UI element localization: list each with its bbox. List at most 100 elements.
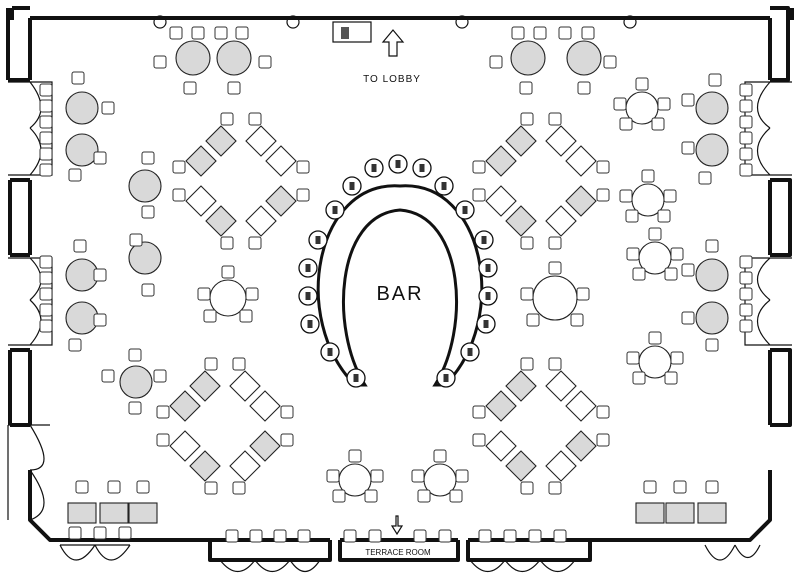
chair: [632, 371, 646, 385]
square-table: [545, 205, 577, 237]
chair: [739, 99, 753, 113]
chair: [596, 160, 610, 174]
chair: [681, 141, 695, 155]
chair: [681, 93, 695, 107]
chair: [548, 481, 562, 495]
chair: [73, 239, 87, 253]
stool-icon: [485, 292, 491, 300]
outer-walls: [6, 6, 794, 573]
chair: [705, 338, 719, 352]
chair: [136, 480, 150, 494]
chair: [248, 112, 262, 126]
rect-table: [665, 502, 695, 524]
square-table: [565, 430, 597, 462]
round-table: [175, 40, 211, 76]
podium-icon: [341, 27, 349, 39]
chair: [705, 239, 719, 253]
chair: [296, 188, 310, 202]
chair: [417, 489, 431, 503]
square-table: [189, 450, 221, 482]
chair: [258, 55, 272, 69]
chair: [681, 263, 695, 277]
square-table: [565, 390, 597, 422]
chair: [511, 26, 525, 40]
stool-icon: [485, 264, 491, 272]
chair: [68, 526, 82, 540]
chair: [433, 449, 447, 463]
chair: [626, 351, 640, 365]
stool-icon: [315, 236, 321, 244]
square-table: [485, 185, 517, 217]
bar-stools: [298, 154, 498, 388]
square-table: [249, 430, 281, 462]
chair: [472, 433, 486, 447]
square-table: [205, 205, 237, 237]
rect-table: [99, 502, 129, 524]
chair: [204, 357, 218, 371]
chair: [648, 227, 662, 241]
chair: [533, 26, 547, 40]
chair: [739, 287, 753, 301]
chair: [75, 480, 89, 494]
chair: [214, 26, 228, 40]
chair: [664, 371, 678, 385]
chair: [39, 147, 53, 161]
chair: [129, 233, 143, 247]
chair: [297, 529, 311, 543]
chair: [153, 369, 167, 383]
chair: [39, 319, 53, 333]
square-table: [265, 145, 297, 177]
chair: [296, 160, 310, 174]
square-table: [189, 370, 221, 402]
chair: [141, 283, 155, 297]
rect-table: [697, 502, 727, 524]
square-table: [249, 390, 281, 422]
chair: [280, 405, 294, 419]
chair: [39, 83, 53, 97]
chair: [528, 529, 542, 543]
stool-icon: [443, 374, 449, 382]
furniture: [39, 26, 753, 543]
chair: [169, 26, 183, 40]
chair: [197, 287, 211, 301]
square-table: [265, 185, 297, 217]
square-table: [545, 125, 577, 157]
chair: [273, 529, 287, 543]
square-table: [485, 390, 517, 422]
chair: [39, 255, 53, 269]
square-table: [185, 145, 217, 177]
stool-icon: [327, 348, 333, 356]
stool-icon: [419, 164, 425, 172]
chair: [478, 529, 492, 543]
chair: [581, 26, 595, 40]
stool-icon: [441, 182, 447, 190]
chair: [220, 112, 234, 126]
stool-icon: [467, 348, 473, 356]
round-table: [128, 169, 162, 203]
arrow-up-icon[interactable]: [381, 29, 405, 57]
terrace-label[interactable]: TERRACE ROOM: [365, 548, 431, 557]
chair: [520, 112, 534, 126]
chair: [232, 357, 246, 371]
arrow-down-icon[interactable]: [390, 515, 404, 536]
chair: [708, 73, 722, 87]
chair: [449, 489, 463, 503]
round-table: [65, 133, 99, 167]
chair: [596, 433, 610, 447]
chair: [39, 131, 53, 145]
chair: [39, 163, 53, 177]
chair: [739, 83, 753, 97]
round-table: [128, 241, 162, 275]
chair: [370, 469, 384, 483]
lobby-podium: [332, 21, 372, 43]
chair: [576, 287, 590, 301]
chair: [519, 81, 533, 95]
chair: [141, 151, 155, 165]
chair: [657, 209, 671, 223]
chair: [739, 319, 753, 333]
chair: [739, 255, 753, 269]
stool-icon: [349, 182, 355, 190]
chair: [664, 267, 678, 281]
chair: [101, 101, 115, 115]
chair: [739, 271, 753, 285]
